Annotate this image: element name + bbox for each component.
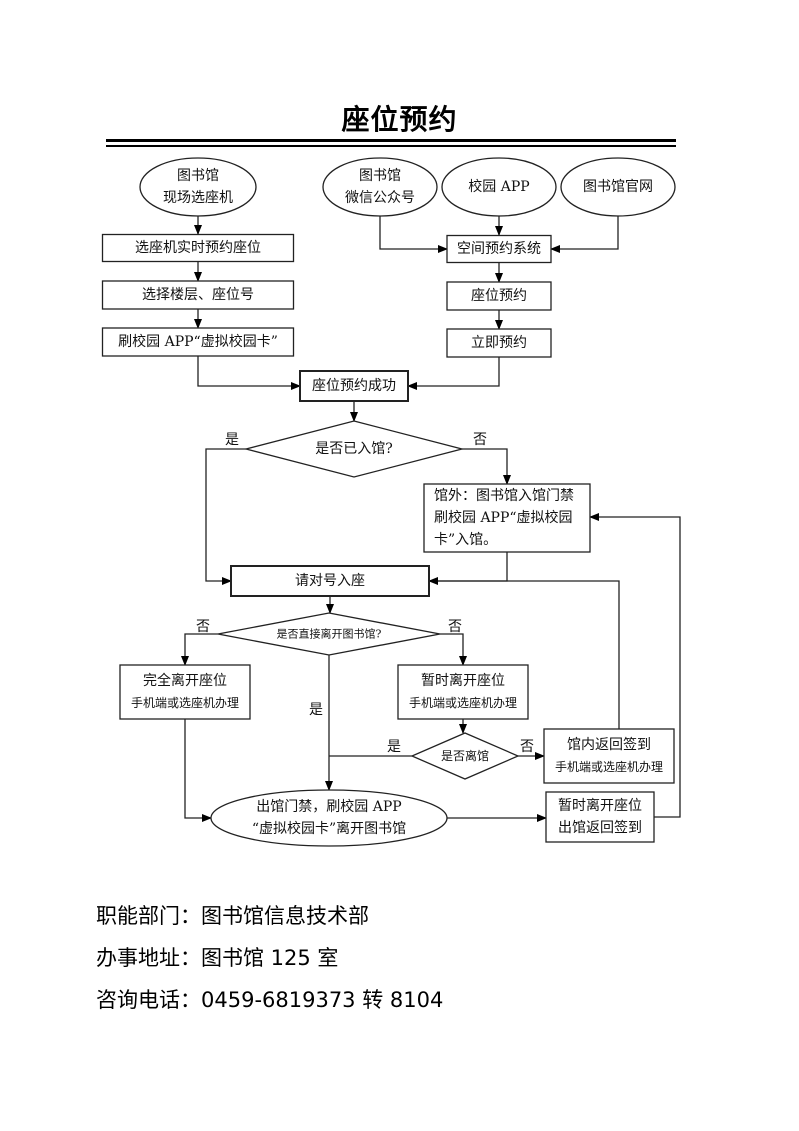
node-text: 是否直接离开图书馆? bbox=[277, 627, 382, 641]
node-entered-check: 是否已入馆? bbox=[243, 420, 465, 478]
edge-temp-return-to-outside bbox=[589, 513, 681, 818]
page-title: 座位预约 bbox=[341, 103, 458, 136]
node-text: 手机端或选座机办理 bbox=[131, 695, 239, 710]
node-text: 是否已入馆? bbox=[315, 441, 393, 457]
node-leave-library-check: 是否离馆 bbox=[410, 732, 520, 780]
node-space-system: 空间预约系统 bbox=[446, 234, 552, 264]
node-text: 座位预约成功 bbox=[312, 378, 396, 394]
node-text: 卡”入馆。 bbox=[434, 532, 497, 548]
node-text: 手机端或选座机办理 bbox=[555, 759, 663, 774]
node-text: 图书馆官网 bbox=[583, 179, 653, 195]
node-text: 暂时离开座位 bbox=[558, 797, 642, 814]
node-text: 选座机实时预约座位 bbox=[135, 240, 261, 256]
edge-label-leave-direct-no-left: 否 bbox=[196, 619, 210, 635]
node-text: 完全离开座位 bbox=[143, 672, 227, 689]
box-shape bbox=[101, 327, 295, 357]
node-text: 是否离馆 bbox=[441, 748, 489, 763]
node-text: 刷校园 APP“虚拟校园卡” bbox=[118, 333, 278, 350]
node-library-website: 图书馆官网 bbox=[560, 157, 676, 217]
node-text: 暂时离开座位 bbox=[421, 672, 505, 689]
address-info: 办事地址：图书馆 125 室 bbox=[96, 946, 339, 970]
box-shape bbox=[230, 565, 430, 597]
node-reserve-now: 立即预约 bbox=[446, 328, 552, 358]
node-text: 馆外：图书馆入馆门禁 bbox=[434, 488, 574, 504]
node-campus-app: 校园 APP bbox=[441, 157, 557, 217]
node-text: 手机端或选座机办理 bbox=[409, 695, 517, 710]
diamond-shape bbox=[410, 732, 520, 780]
node-text: 现场选座机 bbox=[163, 190, 233, 206]
edge-wechat-to-system bbox=[379, 216, 448, 253]
edge-website-to-system bbox=[550, 216, 619, 253]
node-swipe-card: 刷校园 APP“虚拟校园卡” bbox=[101, 327, 295, 357]
ellipse-shape bbox=[210, 789, 448, 847]
title-divider-thick bbox=[106, 139, 676, 142]
node-text: 馆内返回签到 bbox=[567, 736, 651, 753]
node-seat-reserve: 座位预约 bbox=[446, 281, 552, 311]
edge-label-leave-library-yes: 是 bbox=[387, 739, 401, 755]
edge-swipe-to-success bbox=[197, 356, 301, 390]
phone-info: 咨询电话：0459-6819373 转 8104 bbox=[96, 988, 444, 1012]
edge-leave-no-right bbox=[440, 633, 467, 666]
node-take-seat: 请对号入座 bbox=[230, 565, 430, 597]
node-text: 图书馆 bbox=[177, 168, 219, 184]
box-shape bbox=[545, 791, 655, 843]
edge-label-leave-direct-no-right: 否 bbox=[448, 619, 462, 635]
node-text: 立即预约 bbox=[471, 335, 527, 351]
node-text: 选择楼层、座位号 bbox=[142, 287, 254, 303]
node-leave-check: 是否直接离开图书馆? bbox=[217, 612, 441, 656]
diamond-shape bbox=[217, 612, 441, 656]
node-exit-gate: 出馆门禁，刷校园 APP “虚拟校园卡”离开图书馆 bbox=[210, 789, 448, 847]
box-shape bbox=[397, 664, 529, 720]
edge-leave-no-left bbox=[181, 633, 218, 666]
node-text: 空间预约系统 bbox=[457, 241, 541, 257]
edge-label-entered-yes: 是 bbox=[225, 432, 239, 448]
edge-full-to-exit bbox=[184, 719, 212, 822]
node-text: 座位预约 bbox=[471, 288, 527, 304]
ellipse-shape bbox=[560, 157, 676, 217]
node-kiosk-reserve: 选座机实时预约座位 bbox=[101, 233, 295, 263]
node-text: 出馆返回签到 bbox=[558, 819, 642, 836]
node-reserve-success: 座位预约成功 bbox=[299, 370, 409, 402]
node-text: 出馆门禁，刷校园 APP bbox=[256, 798, 401, 815]
edge-now-to-success bbox=[407, 357, 500, 390]
department-info: 职能部门：图书馆信息技术部 bbox=[96, 904, 369, 928]
edge-label-leave-library-no: 否 bbox=[520, 739, 534, 755]
box-shape bbox=[446, 281, 552, 311]
node-text: 请对号入座 bbox=[295, 573, 365, 589]
node-text: 刷校园 APP“虚拟校园 bbox=[434, 509, 573, 526]
ellipse-shape bbox=[441, 157, 557, 217]
node-text: “虚拟校园卡”离开图书馆 bbox=[252, 820, 406, 837]
diamond-shape bbox=[243, 420, 465, 478]
edge-check-no-to-outside bbox=[462, 448, 511, 485]
node-text: 校园 APP bbox=[468, 178, 529, 195]
node-choose-floor: 选择楼层、座位号 bbox=[101, 280, 295, 310]
edge-label-entered-no: 否 bbox=[473, 432, 487, 448]
edge-label-leave-direct-yes: 是 bbox=[309, 702, 323, 718]
title-divider-thin bbox=[106, 145, 676, 147]
edge-check-yes-to-seat bbox=[205, 448, 246, 585]
node-text: 图书馆 bbox=[359, 168, 401, 184]
ellipse-shape bbox=[139, 157, 257, 217]
box-shape bbox=[543, 728, 675, 784]
box-shape bbox=[423, 483, 591, 553]
box-shape bbox=[119, 664, 251, 720]
node-text: 微信公众号 bbox=[345, 190, 415, 206]
box-shape bbox=[446, 328, 552, 358]
box-shape bbox=[101, 280, 295, 310]
edge-outside-to-seat bbox=[429, 552, 508, 582]
box-shape bbox=[446, 234, 552, 264]
ellipse-shape bbox=[322, 157, 438, 217]
edge-return-to-seat bbox=[428, 577, 620, 729]
box-shape bbox=[299, 370, 409, 402]
box-shape bbox=[101, 233, 295, 263]
